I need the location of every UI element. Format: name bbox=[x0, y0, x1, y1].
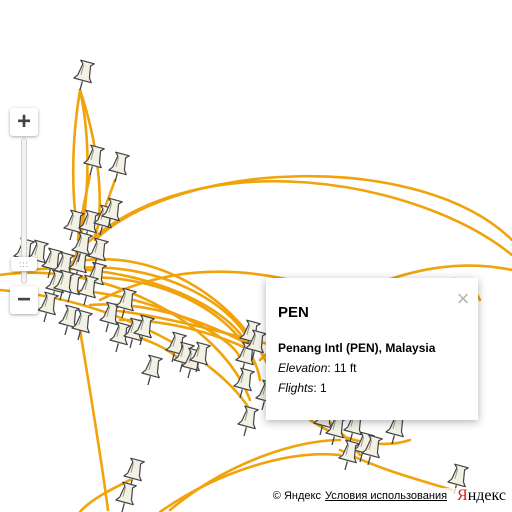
elevation-value: : 11 ft bbox=[327, 361, 357, 375]
pushpin-icon[interactable] bbox=[75, 274, 100, 308]
pushpin-icon[interactable] bbox=[107, 321, 132, 355]
pushpin-icon[interactable] bbox=[445, 463, 470, 497]
pushpin-icon[interactable] bbox=[69, 231, 94, 265]
pushpin-icon[interactable] bbox=[51, 269, 76, 303]
pushpin-icon[interactable] bbox=[187, 341, 212, 375]
pushpin-icon[interactable] bbox=[106, 151, 131, 185]
pushpin-icon[interactable] bbox=[139, 354, 164, 388]
pushpin-icon[interactable] bbox=[131, 314, 156, 348]
pushpin-icon[interactable] bbox=[113, 481, 138, 512]
terms-link[interactable]: Условия использования bbox=[324, 490, 448, 502]
route bbox=[83, 179, 512, 257]
pushpin-icon[interactable] bbox=[99, 197, 124, 231]
pushpin-icon[interactable] bbox=[359, 434, 384, 468]
pushpin-icon[interactable] bbox=[71, 59, 96, 93]
zoom-out-button[interactable]: − bbox=[10, 286, 38, 314]
pushpin-icon[interactable] bbox=[113, 287, 138, 321]
route bbox=[0, 288, 252, 412]
route bbox=[0, 271, 252, 402]
zoom-slider-handle[interactable]: ::: bbox=[11, 257, 37, 271]
flights-value: : 1 bbox=[313, 381, 327, 395]
route bbox=[78, 88, 101, 227]
zoom-slider-track[interactable] bbox=[21, 138, 27, 284]
pushpin-icon[interactable] bbox=[336, 439, 361, 473]
plus-icon: + bbox=[16, 108, 31, 135]
flights-label: Flights bbox=[278, 381, 314, 395]
route bbox=[338, 448, 454, 492]
minus-icon: − bbox=[16, 286, 31, 313]
pushpin-icon[interactable] bbox=[81, 144, 106, 178]
elevation-label: Elevation bbox=[278, 361, 328, 375]
elevation-row: Elevation: 11 ft bbox=[278, 361, 357, 375]
airport-name: Penang Intl (PEN), Malaysia bbox=[278, 341, 436, 355]
grip-icon: ::: bbox=[19, 259, 29, 269]
pushpin-icon[interactable] bbox=[231, 367, 256, 401]
route bbox=[76, 173, 92, 242]
zoom-in-button[interactable]: + bbox=[10, 108, 38, 136]
pushpin-icon[interactable] bbox=[35, 291, 60, 325]
airport-balloon: PEN × Penang Intl (PEN), Malaysia Elevat… bbox=[266, 278, 478, 420]
pushpin-icon[interactable] bbox=[235, 405, 260, 439]
flights-row: Flights: 1 bbox=[278, 381, 327, 395]
logo-rest: ндекс bbox=[467, 487, 506, 504]
route bbox=[93, 174, 512, 242]
route bbox=[78, 328, 110, 512]
pushpin-icon[interactable] bbox=[85, 237, 110, 271]
balloon-title: PEN bbox=[278, 304, 309, 321]
logo-letter: Я bbox=[457, 487, 468, 504]
close-icon[interactable]: × bbox=[456, 286, 470, 311]
copyright-text: © Яндекс bbox=[272, 490, 321, 502]
pushpin-icon[interactable] bbox=[69, 309, 94, 343]
pins-layer bbox=[13, 59, 470, 512]
route bbox=[158, 453, 342, 512]
